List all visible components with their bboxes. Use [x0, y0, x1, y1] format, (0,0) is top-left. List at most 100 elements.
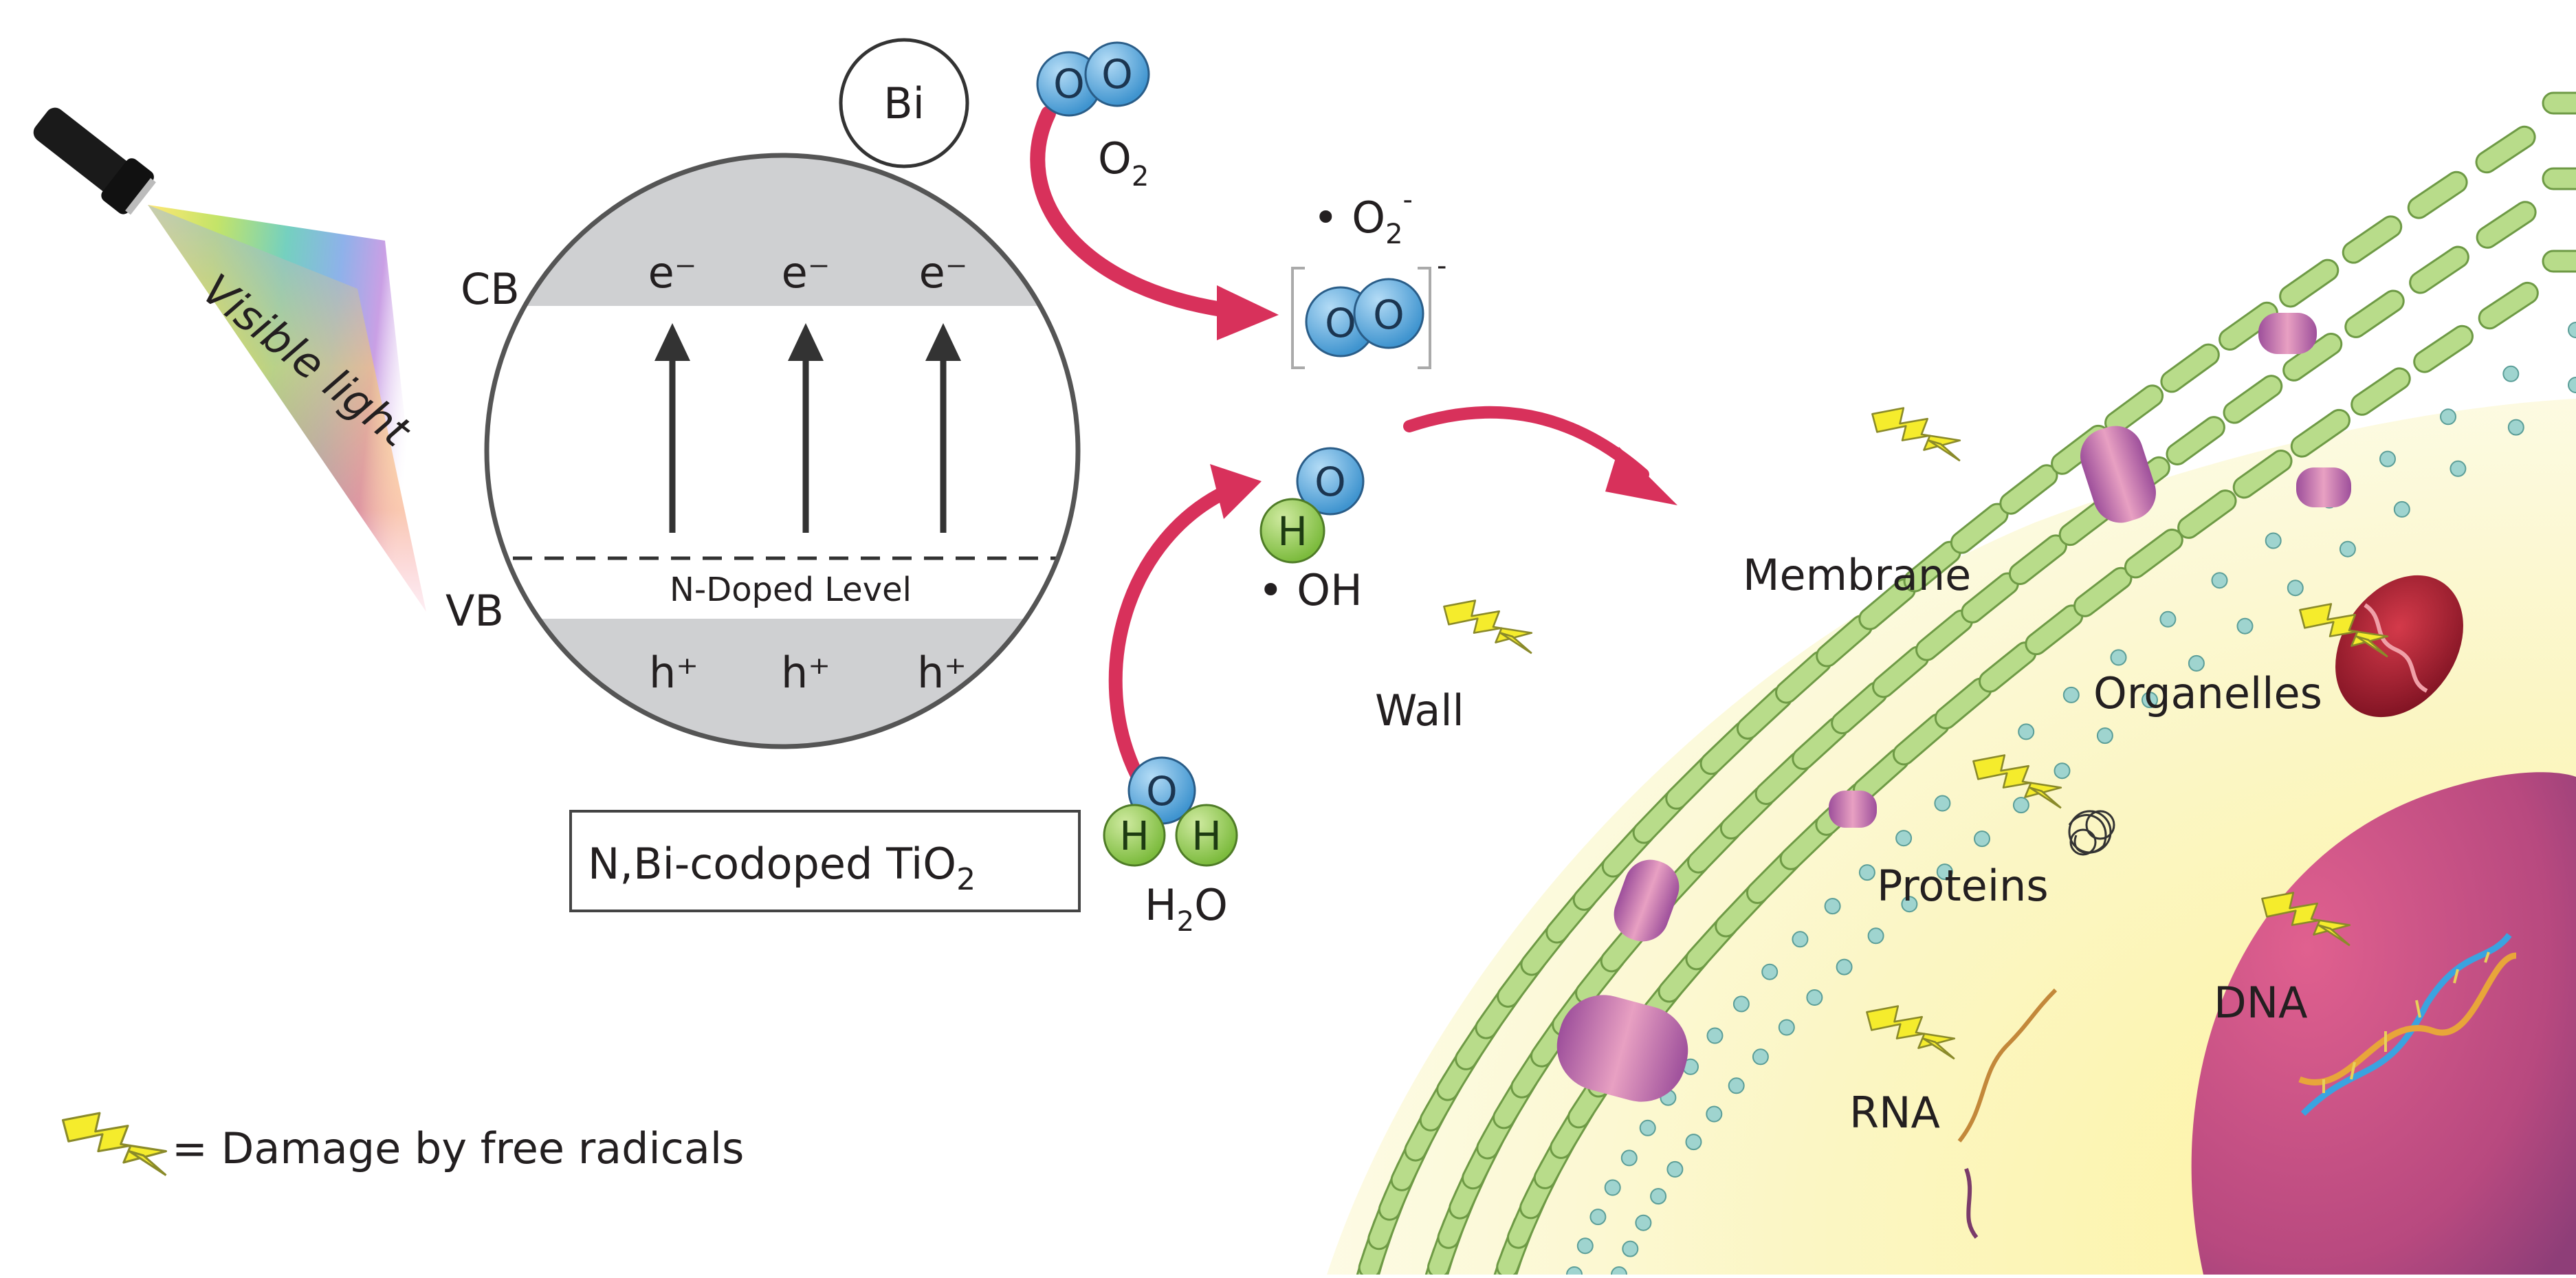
cell — [1327, 91, 2576, 1278]
wall-segment — [2219, 301, 2278, 351]
wall-segment — [2542, 167, 2576, 190]
legend: = Damage by free radicals — [61, 1112, 744, 1177]
lipid-head — [1604, 1179, 1621, 1196]
organelles-label: Organelles — [2093, 668, 2322, 718]
lipid-head — [1806, 989, 1823, 1006]
lipid-head — [1685, 1134, 1702, 1151]
lipid-head — [1867, 927, 1884, 945]
lipid-head — [2339, 540, 2356, 558]
lipid-head — [1778, 1019, 1795, 1036]
lipid-head — [2265, 532, 2282, 549]
wall-segment — [2160, 343, 2220, 393]
lipid-head — [1824, 898, 1841, 915]
lipid-head — [2062, 686, 2080, 703]
lipid-head — [1936, 863, 1953, 881]
wall-segment — [2542, 91, 2576, 115]
lipid-head — [1622, 1240, 1639, 1257]
electron-3: e⁻ — [919, 247, 968, 298]
lipid-head — [2287, 580, 2304, 597]
flashlight-icon — [33, 107, 156, 215]
lipid-head — [1728, 1077, 1745, 1094]
membrane-proteins — [1556, 313, 2351, 1102]
lipid-head — [2159, 610, 2177, 628]
svg-text:O: O — [1101, 51, 1133, 98]
lipid-head — [1639, 1119, 1656, 1136]
wall-segment — [2166, 416, 2225, 465]
particle-outline — [484, 153, 1081, 749]
rna-strand — [1957, 988, 2058, 1239]
lipid-head — [1901, 896, 1918, 913]
hole-1: h⁺ — [649, 648, 698, 698]
o2-molecule: O O O2 — [1036, 41, 1150, 192]
lipid-head — [1895, 830, 1913, 847]
lipid-head — [1635, 1214, 1652, 1231]
wall-segment — [2351, 367, 2411, 416]
wall-segment — [2542, 250, 2576, 273]
lipid-head — [1620, 1149, 1638, 1167]
reaction-arrows — [1030, 106, 1677, 784]
hole-3: h⁺ — [917, 648, 967, 698]
wall-segment — [2409, 245, 2469, 294]
arrow-radicals-to-cell — [1403, 406, 1649, 481]
vb-label: VB — [445, 586, 504, 636]
lipid-head — [1650, 1188, 1667, 1205]
svg-text:O: O — [1053, 60, 1085, 107]
lipid-head — [1836, 958, 1853, 976]
lipid-head — [1576, 1237, 1594, 1255]
electrons: e⁻ e⁻ e⁻ — [648, 247, 968, 298]
wall-segment — [2177, 489, 2237, 539]
wall-segment — [2232, 450, 2293, 499]
hydroxyl-radical: O H • OH — [1258, 447, 1365, 615]
lipid-head — [2568, 377, 2576, 393]
legend-text: = Damage by free radicals — [172, 1123, 744, 1174]
wall-segment — [2413, 324, 2474, 373]
cell-membrane — [1566, 322, 2576, 1278]
wall-segment — [2342, 215, 2403, 264]
bolt-membrane — [1871, 407, 1961, 462]
lipid-head — [2393, 500, 2410, 518]
bi-label: Bi — [883, 78, 925, 129]
protein-tangle — [2068, 810, 2115, 856]
svg-text:O: O — [1373, 291, 1405, 338]
lipid-head — [1706, 1027, 1724, 1044]
legend-bolt-icon — [61, 1112, 168, 1177]
hydroxyl-label: • OH — [1258, 565, 1363, 615]
lipid-head — [2568, 322, 2576, 338]
electron-1: e⁻ — [648, 247, 697, 298]
lipid-head — [2188, 654, 2205, 672]
hole-2: h⁺ — [781, 648, 830, 698]
lipid-head — [2507, 419, 2524, 436]
bi-circle — [839, 38, 969, 168]
mitochondrion — [2335, 575, 2463, 718]
wall-segment — [2407, 170, 2468, 219]
arrow-o2-to-superoxide — [1030, 106, 1238, 318]
o2-label: O2 — [1098, 133, 1149, 192]
flashlight: Visible light — [33, 107, 426, 612]
lipid-head — [2012, 797, 2029, 814]
lipid-head — [1974, 830, 1990, 848]
svg-text:-: - — [1437, 250, 1446, 282]
svg-text:O: O — [1314, 459, 1346, 505]
lipid-head — [2502, 365, 2520, 382]
lipid-head — [2096, 727, 2113, 745]
superoxide-label: • O2- — [1313, 184, 1413, 250]
wall-segment — [2223, 375, 2283, 424]
proteins-label: Proteins — [1877, 861, 2049, 911]
wall-segment — [2475, 125, 2536, 174]
electron-2: e⁻ — [782, 247, 830, 298]
rna-label: RNA — [1849, 1088, 1940, 1138]
wall-segment — [1999, 464, 2058, 515]
lipid-head — [2236, 617, 2254, 635]
caption: N,Bi-codoped TiO2 — [588, 839, 976, 897]
dna-label: DNA — [2214, 978, 2308, 1028]
cb-label: CB — [461, 264, 520, 314]
lipid-head — [1792, 931, 1809, 948]
wall-label: Wall — [1375, 685, 1464, 736]
superoxide: • O2- - O O — [1291, 184, 1446, 369]
svg-text:H: H — [1119, 813, 1149, 859]
wall-segment — [2476, 201, 2537, 249]
water-molecule: O H H H2O — [1103, 756, 1238, 938]
lipid-head — [1732, 995, 1750, 1013]
